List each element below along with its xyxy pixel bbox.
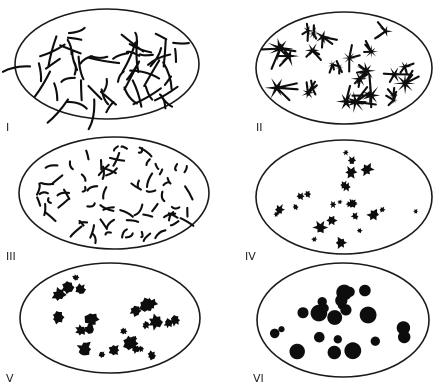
crystal-spike (307, 82, 308, 92)
dot (327, 310, 342, 325)
dot (359, 285, 371, 297)
filament (175, 49, 176, 62)
panel-i-label: I (6, 121, 9, 134)
panel-iii-label: III (6, 250, 16, 263)
dot (278, 326, 284, 332)
crystal-spike (393, 88, 394, 96)
panel-iv: IV (245, 140, 432, 263)
panel-iii: III (6, 137, 209, 263)
panel-i: I (3, 9, 199, 134)
filament (140, 54, 153, 55)
panel-iv-label: IV (245, 250, 256, 263)
dot (397, 321, 410, 334)
dot (314, 332, 325, 343)
worm-rod (147, 191, 156, 192)
panel-vi-circle (257, 263, 429, 377)
panel-ii: II (256, 12, 432, 134)
crystal-spike (307, 24, 308, 31)
dot (298, 307, 309, 318)
dot (270, 329, 280, 339)
filament (173, 43, 189, 44)
dot (334, 335, 342, 343)
panel-v-label: V (6, 372, 14, 385)
panel-vi-label: VI (253, 372, 264, 385)
crystal-spike (311, 81, 312, 88)
dot (340, 304, 351, 315)
crystal-spike (322, 37, 323, 48)
worm-rod (138, 181, 139, 188)
dot (345, 287, 355, 297)
panel-vi: VI (253, 263, 429, 385)
panel-ii-label: II (256, 121, 263, 134)
panel-iv-circle (256, 140, 432, 254)
dot (371, 337, 380, 346)
dot (319, 304, 328, 313)
dot (360, 307, 377, 324)
panel-v: V (6, 263, 200, 385)
dot (290, 344, 305, 359)
worm-rod (141, 232, 142, 237)
dot (344, 342, 361, 359)
dot (328, 346, 341, 359)
crystal-spike (262, 49, 280, 50)
crystal-spike (384, 74, 394, 75)
filament (81, 80, 82, 100)
